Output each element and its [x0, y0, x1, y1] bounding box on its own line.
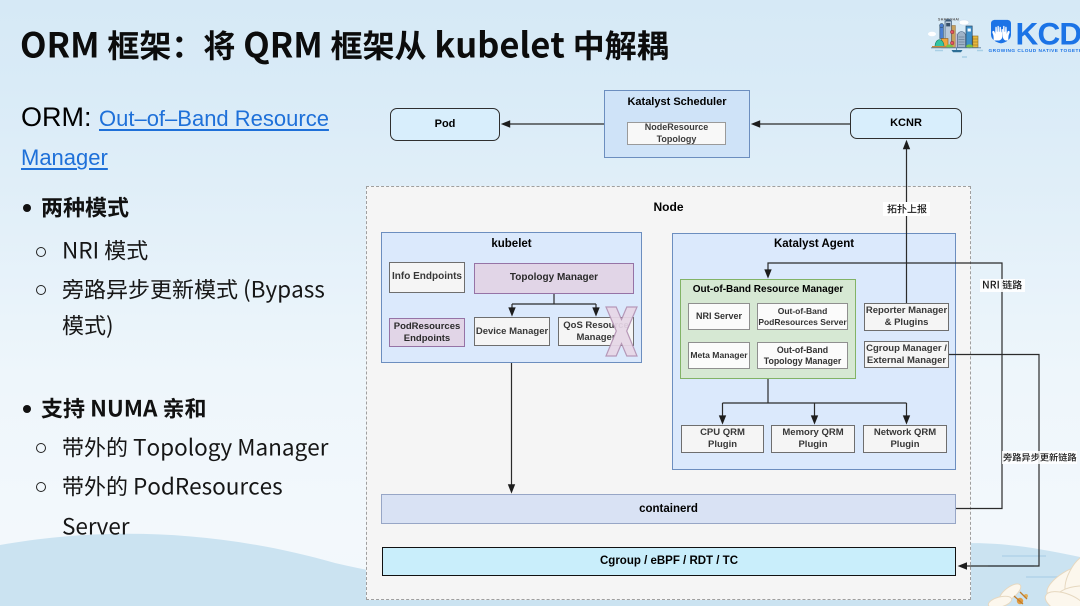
svg-text:GROWING CLOUD NATIVE TOGETHER: GROWING CLOUD NATIVE TOGETHER — [989, 48, 1080, 54]
svg-text:SHANGHAI: SHANGHAI — [938, 18, 960, 22]
svg-text:KCD: KCD — [1016, 17, 1080, 51]
